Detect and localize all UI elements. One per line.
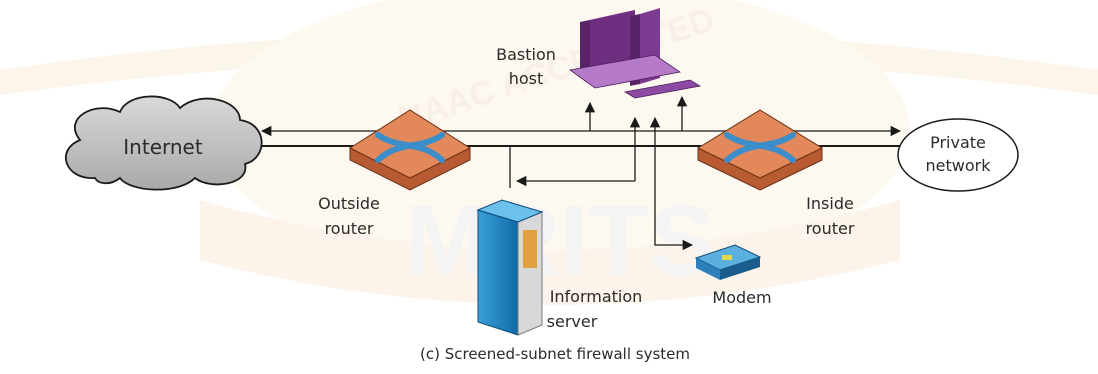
cloud-shape — [64, 95, 263, 191]
router-x-icon — [724, 132, 796, 163]
information-server-icon — [476, 199, 544, 336]
private-network-label-line1: Private — [930, 133, 986, 152]
outside-router-label-line2: router — [325, 219, 374, 238]
monitor-top — [580, 10, 635, 22]
server-panel — [523, 230, 537, 268]
server-front — [477, 209, 519, 336]
outside-router-label-line1: Outside — [318, 194, 380, 213]
watermark-seal — [210, 0, 910, 280]
private-network-node: Private network — [897, 118, 1019, 192]
monitor-front — [580, 20, 590, 74]
modem-front — [696, 258, 720, 280]
watermark-ribbon — [0, 30, 1098, 95]
bastion-host-label-line2: host — [509, 69, 544, 88]
bastion-host-label-line1: Bastion — [496, 45, 556, 64]
inside-router — [696, 109, 824, 191]
modem-icon — [694, 244, 762, 280]
internet-label: Internet — [123, 135, 203, 159]
modem-light — [722, 255, 732, 260]
watermark: MRITS NAAC ACCREDITED — [0, 0, 1098, 305]
modem-side — [720, 257, 760, 280]
server-top — [476, 199, 544, 223]
inside-router-label-line1: Inside — [806, 194, 854, 213]
outside-router — [348, 109, 472, 191]
internet-cloud: Internet — [64, 95, 263, 191]
figure-caption: (c) Screened-subnet firewall system — [420, 345, 690, 363]
base-unit — [568, 54, 682, 89]
keyboard — [623, 79, 702, 99]
inside-router-label-line2: router — [806, 219, 855, 238]
private-network-label-line2: network — [926, 156, 992, 175]
private-network-ellipse — [897, 118, 1019, 192]
monitor-side — [590, 10, 635, 72]
information-server-label-line1: Information — [550, 287, 643, 306]
modem-label: Modem — [712, 288, 771, 307]
modem-link — [654, 181, 694, 251]
watermark-banner — [200, 200, 900, 305]
watermark-logo-text: MRITS — [404, 185, 715, 297]
bastion-host-computer-icon — [568, 8, 702, 99]
router-x-icon — [375, 132, 445, 163]
information-server-label-line2: server — [547, 312, 598, 331]
